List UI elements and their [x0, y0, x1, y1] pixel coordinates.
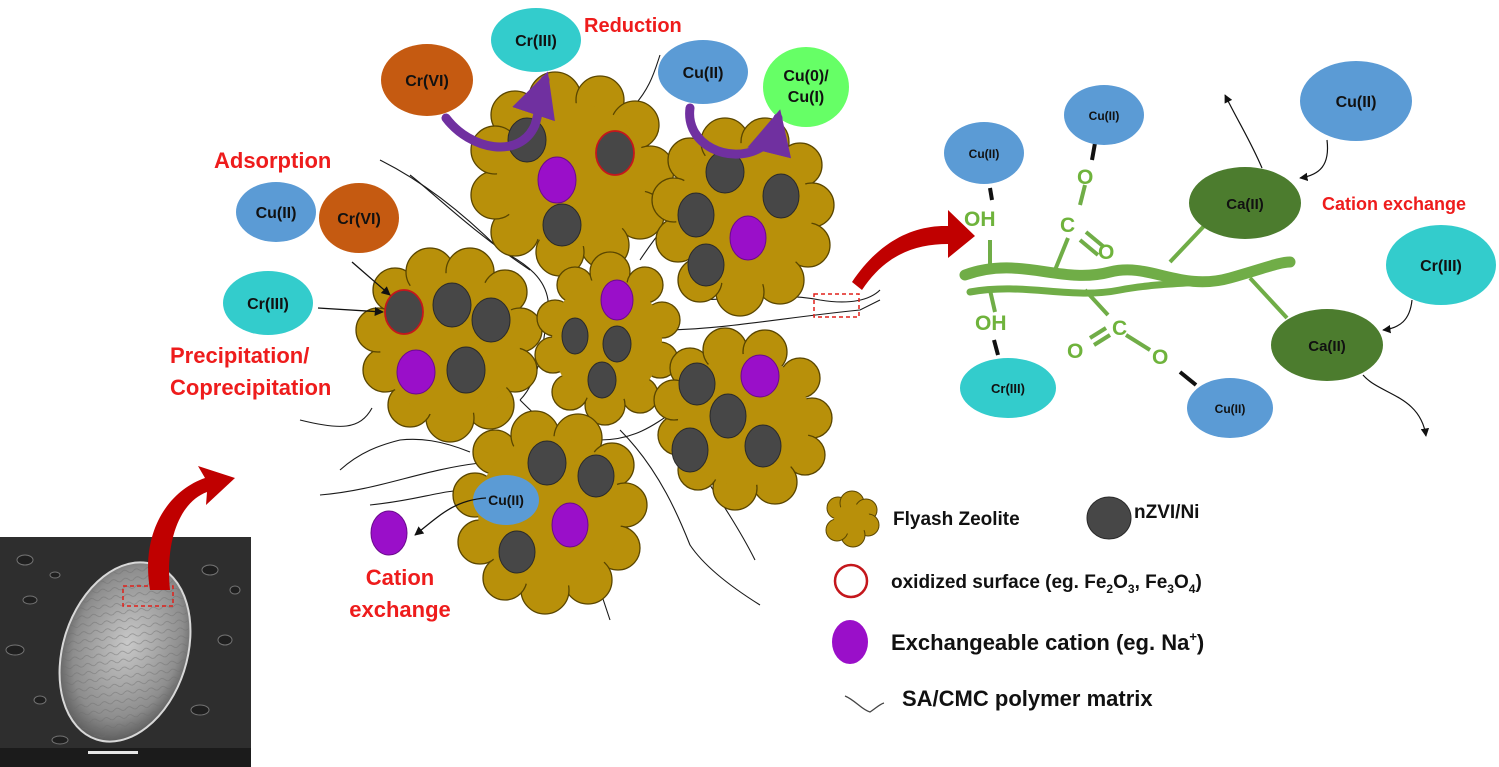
svg-text:Cr(VI): Cr(VI)	[405, 73, 449, 90]
hydroxyl-group-bottom: OH	[975, 312, 1007, 335]
svg-text:oxidized surface (eg. Fe2O3,: oxidized surface (eg. Fe2O3, Fe3O4)	[891, 572, 1202, 596]
svg-text:Cu(II): Cu(II)	[488, 492, 524, 508]
svg-text:Cu(II): Cu(II)	[256, 205, 297, 222]
ion-cr-iii-reduction: Cr(III)	[491, 8, 581, 72]
svg-text:Cu(II): Cu(II)	[969, 147, 1000, 161]
ion-ca-ii-2: Ca(II)	[1271, 309, 1383, 381]
carboxyl-oxygen-2: O	[1098, 241, 1114, 264]
label-precipitation: Precipitation/	[170, 343, 309, 368]
oxidized-ring-icon	[833, 563, 869, 599]
nzvi-particles	[384, 117, 800, 574]
svg-text:Cu(II): Cu(II)	[1336, 94, 1377, 111]
ion-cu-ii-bead-exchange: Cu(II)	[473, 475, 539, 525]
label-coprecipitation: Coprecipitation	[170, 375, 331, 400]
label-cation-exchange-polymer: Cation exchange	[1322, 194, 1466, 214]
legend-polymer-matrix: SA/CMC polymer matrix	[844, 686, 1153, 713]
label-adsorption: Adsorption	[214, 148, 331, 173]
svg-text:Cr(III): Cr(III)	[515, 33, 557, 50]
label-cation-exchange-bead-1: Cation	[366, 565, 434, 590]
exchangeable-cations	[370, 156, 780, 556]
cation-swatch-icon	[832, 620, 868, 664]
label-cation-exchange-bead-2: exchange	[349, 597, 451, 622]
legend-nzvi: nZVI/Ni	[1086, 496, 1199, 540]
ion-cu-reduced: Cu(0)/ Cu(I)	[763, 47, 849, 127]
nzvi-swatch-icon	[1086, 496, 1132, 540]
svg-text:Cr(VI): Cr(VI)	[337, 211, 381, 228]
carboxyl-carbon-2: C	[1112, 317, 1127, 340]
reduction-arrows	[441, 71, 792, 159]
svg-text:Cr(III): Cr(III)	[991, 381, 1025, 396]
ion-cr-vi-adsorption: Cr(VI)	[319, 183, 399, 253]
legend-exchangeable-cation: Exchangeable cation (eg. Na+)	[832, 620, 1204, 664]
ion-ca-ii-1: Ca(II)	[1189, 167, 1301, 239]
zeolite-bead	[534, 251, 681, 426]
svg-text:Ca(II): Ca(II)	[1226, 196, 1264, 213]
label-reduction: Reduction	[584, 15, 682, 37]
svg-text:Cu(II): Cu(II)	[683, 65, 724, 82]
svg-text:Cr(III): Cr(III)	[1420, 258, 1462, 275]
cation-exchange-arrows	[1224, 94, 1430, 437]
legend-oxidized-surface: oxidized surface (eg. Fe2O3, Fe3O4)	[833, 563, 1202, 599]
svg-text:Exchangeable cation (eg. Na+: Exchangeable cation (eg. Na+)	[891, 629, 1204, 655]
ion-cr-vi-reduction: Cr(VI)	[381, 44, 473, 116]
legend-flyash-zeolite: Flyash Zeolite	[825, 490, 1020, 548]
carboxyl-carbon-1: C	[1060, 214, 1075, 237]
carboxyl-oxygen-4: O	[1152, 346, 1168, 369]
svg-text:Ca(II): Ca(II)	[1308, 338, 1346, 355]
ion-cu-ii-reduction: Cu(II)	[658, 40, 748, 104]
legend: Flyash Zeolite nZVI/Ni oxidized surface …	[825, 490, 1204, 713]
zeolite-bead	[355, 247, 543, 443]
adsorption-arrows	[317, 261, 487, 536]
polymer-chain: OH OH O C O C O O	[959, 142, 1296, 387]
svg-text:Flyash Zeolite: Flyash Zeolite	[893, 509, 1020, 530]
oxidized-surface-rings	[384, 130, 635, 335]
sem-micrograph	[0, 537, 251, 767]
svg-text:Cu(II): Cu(II)	[1215, 402, 1246, 416]
ion-cr-iii-precipitation: Cr(III)	[223, 271, 313, 335]
hydroxyl-group-top: OH	[964, 208, 996, 231]
ion-cu-ii-polymer-1: Cu(II)	[944, 122, 1024, 184]
ion-cu-ii-exchanging: Cu(II)	[1300, 61, 1412, 141]
zoom-arrow-polymer	[852, 210, 975, 290]
ion-cr-iii-polymer: Cr(III)	[960, 358, 1056, 418]
zoom-arrow-sem	[148, 466, 235, 590]
ion-cu-ii-polymer-2: Cu(II)	[1064, 85, 1144, 145]
svg-text:Cu(0)/: Cu(0)/	[783, 68, 829, 85]
svg-text:SA/CMC polymer matrix: SA/CMC polymer matrix	[902, 686, 1153, 711]
svg-text:nZVI/Ni: nZVI/Ni	[1134, 502, 1199, 523]
ion-cu-ii-adsorption: Cu(II)	[236, 182, 316, 242]
ion-cu-ii-polymer-3: Cu(II)	[1187, 378, 1273, 438]
zeolite-swatch-icon	[825, 490, 880, 548]
polymer-line-icon	[844, 695, 885, 713]
svg-text:Cu(I): Cu(I)	[788, 89, 824, 106]
polymer-zoom-box	[813, 293, 860, 318]
carboxyl-oxygen-3: O	[1067, 340, 1083, 363]
carboxyl-oxygen-1: O	[1077, 166, 1093, 189]
ion-cr-iii-exchanging: Cr(III)	[1386, 225, 1496, 305]
svg-text:Cu(II): Cu(II)	[1089, 109, 1120, 123]
svg-text:Cr(III): Cr(III)	[247, 296, 289, 313]
